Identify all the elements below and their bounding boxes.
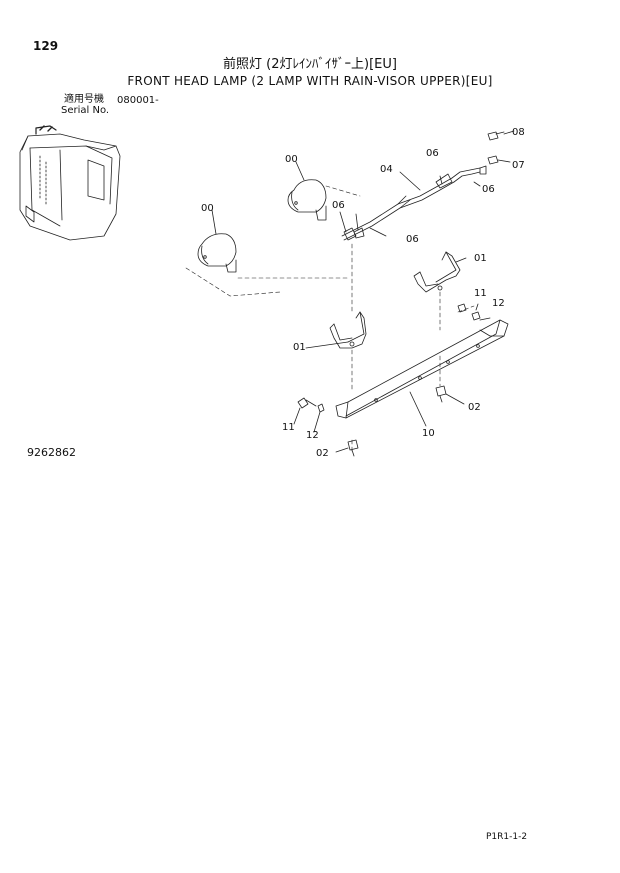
title-english: FRONT HEAD LAMP (2 LAMP WITH RAIN-VISOR … <box>127 74 493 88</box>
lamp-left <box>197 233 237 273</box>
callout-06-lower: 06 <box>406 234 419 245</box>
washer-12-left <box>317 403 325 413</box>
callout-00-left: 00 <box>201 203 214 214</box>
stay-bar <box>335 319 509 419</box>
callout-00-right: 00 <box>285 154 298 165</box>
callout-12-left: 12 <box>306 430 319 441</box>
washer-12-right <box>471 311 481 321</box>
page-number: 129 <box>33 39 59 53</box>
callout-02-right: 02 <box>468 402 481 413</box>
bracket-right <box>413 251 461 293</box>
bolt-02-bottom <box>347 439 359 457</box>
callout-06-top: 06 <box>426 148 439 159</box>
callout-12-right: 12 <box>492 298 505 309</box>
callout-08: 08 <box>512 127 525 138</box>
callout-01-right: 01 <box>474 253 487 264</box>
serial-label-english: Serial No. <box>61 105 110 116</box>
cab-key-plan <box>19 125 121 241</box>
serial-number-range: 080001- <box>117 95 159 106</box>
callout-06-right: 06 <box>482 184 495 195</box>
lamp-right <box>287 179 327 221</box>
drawing-number: 9262862 <box>27 446 76 459</box>
nut-07 <box>487 155 499 165</box>
callout-02-bottom: 02 <box>316 448 329 459</box>
bolt-11-right <box>457 303 467 313</box>
bolt-02-right <box>435 385 447 403</box>
title-japanese: 前照灯 (2灯ﾚｲﾝﾊﾞｲｻﾞｰ上)[EU] <box>223 57 397 72</box>
callout-06-center: 06 <box>332 200 345 211</box>
serial-label-japanese: 適用号機 <box>64 94 104 105</box>
bolt-11-left <box>297 397 317 409</box>
bracket-left <box>329 311 367 349</box>
bolt-08 <box>487 131 505 141</box>
callout-11-right: 11 <box>474 288 487 299</box>
callout-10: 10 <box>422 428 435 439</box>
callout-04: 04 <box>380 164 393 175</box>
callout-labels: 00 00 04 06 06 06 06 08 07 01 01 11 12 1… <box>201 127 525 459</box>
callout-11-left: 11 <box>282 422 295 433</box>
callout-01-left: 01 <box>293 342 306 353</box>
callout-07: 07 <box>512 160 525 171</box>
wire-harness <box>341 165 487 241</box>
page-code: P1R1-1-2 <box>486 832 528 842</box>
